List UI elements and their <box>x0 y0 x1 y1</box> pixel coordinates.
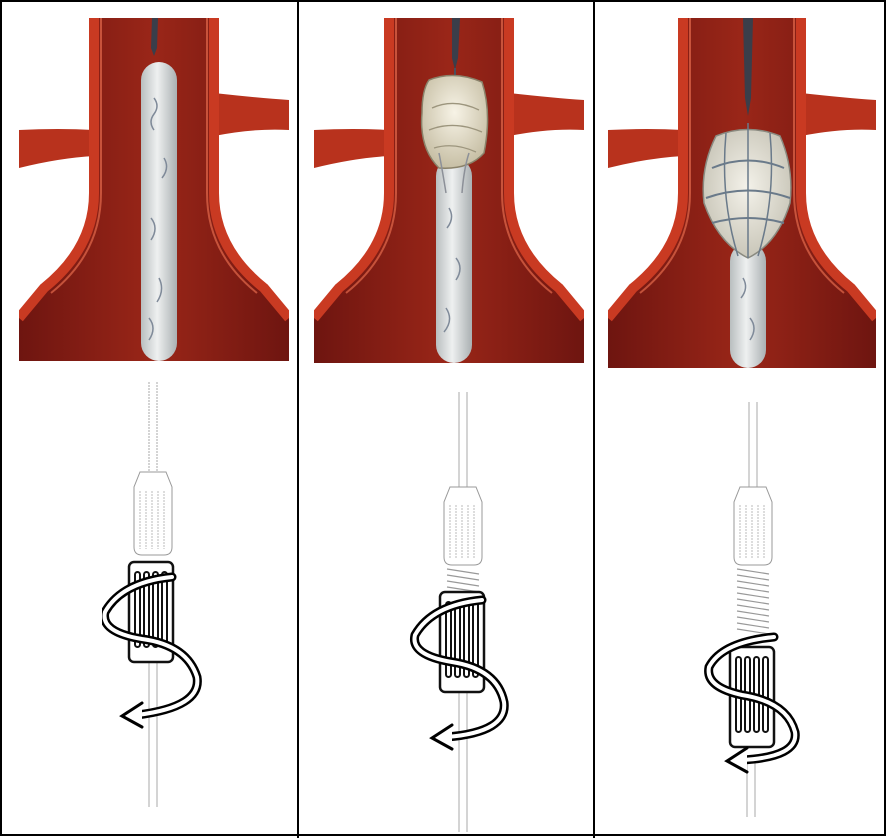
handle-diagram-3 <box>697 397 807 827</box>
upper-grip <box>444 487 482 565</box>
vessel-svg-3 <box>608 18 876 368</box>
column-divider-2 <box>593 2 595 838</box>
delivery-sheath <box>436 158 472 363</box>
occluder-device-partial <box>422 75 488 168</box>
handle-diagram-2 <box>402 387 512 832</box>
spring-icon <box>447 569 479 592</box>
delivery-sheath <box>730 243 766 368</box>
handle-svg-3 <box>697 397 807 827</box>
spring-icon <box>737 569 769 634</box>
column-divider-1 <box>297 2 299 838</box>
handle-diagram-1 <box>102 377 212 817</box>
vessel-svg-1 <box>19 18 289 361</box>
right-branch <box>214 93 289 136</box>
vessel-illustration-1: I <box>19 18 289 361</box>
vessel-svg-2 <box>314 18 584 363</box>
vessel-illustration-3: I <box>608 18 876 368</box>
vessel-illustration-2: C <box>314 18 584 363</box>
delivery-sheath <box>141 62 177 361</box>
handle-svg-2 <box>402 387 512 832</box>
handle-svg-1 <box>102 377 212 817</box>
upper-grip <box>134 472 172 555</box>
upper-grip <box>734 487 772 565</box>
